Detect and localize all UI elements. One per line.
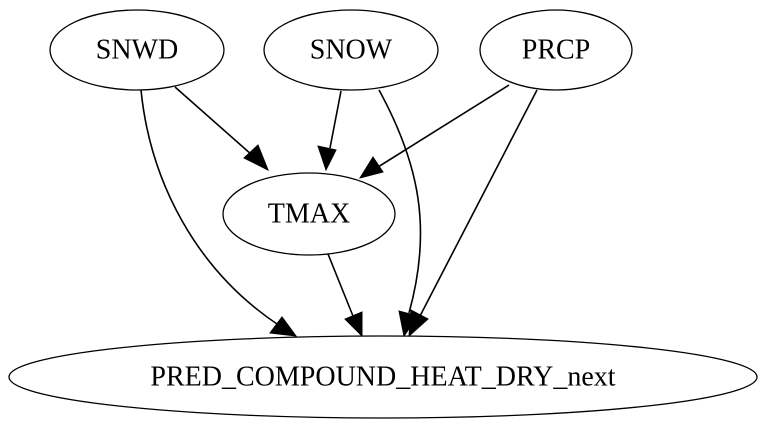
node-pred[interactable]: PRED_COMPOUND_HEAT_DRY_next [8,335,758,419]
node-snow-label: SNOW [310,35,393,66]
edge-snow-to-tmax [317,90,342,172]
edge-tmax-to-pred [327,253,363,338]
node-tmax[interactable]: TMAX [222,172,396,256]
node-prcp[interactable]: PRCP [479,9,633,91]
node-snwd[interactable]: SNWD [49,9,225,91]
edge-prcp-to-pred [408,89,538,338]
edge-snwd-to-pred [140,89,298,337]
node-prcp-label: PRCP [522,35,591,66]
edge-snwd-to-tmax [174,86,269,172]
edge-prcp-to-tmax [358,84,510,179]
node-snow[interactable]: SNOW [263,9,439,91]
node-tmax-label: TMAX [268,199,350,230]
edges [140,84,538,338]
node-snwd-label: SNWD [96,35,178,66]
node-pred-label: PRED_COMPOUND_HEAT_DRY_next [150,362,615,393]
